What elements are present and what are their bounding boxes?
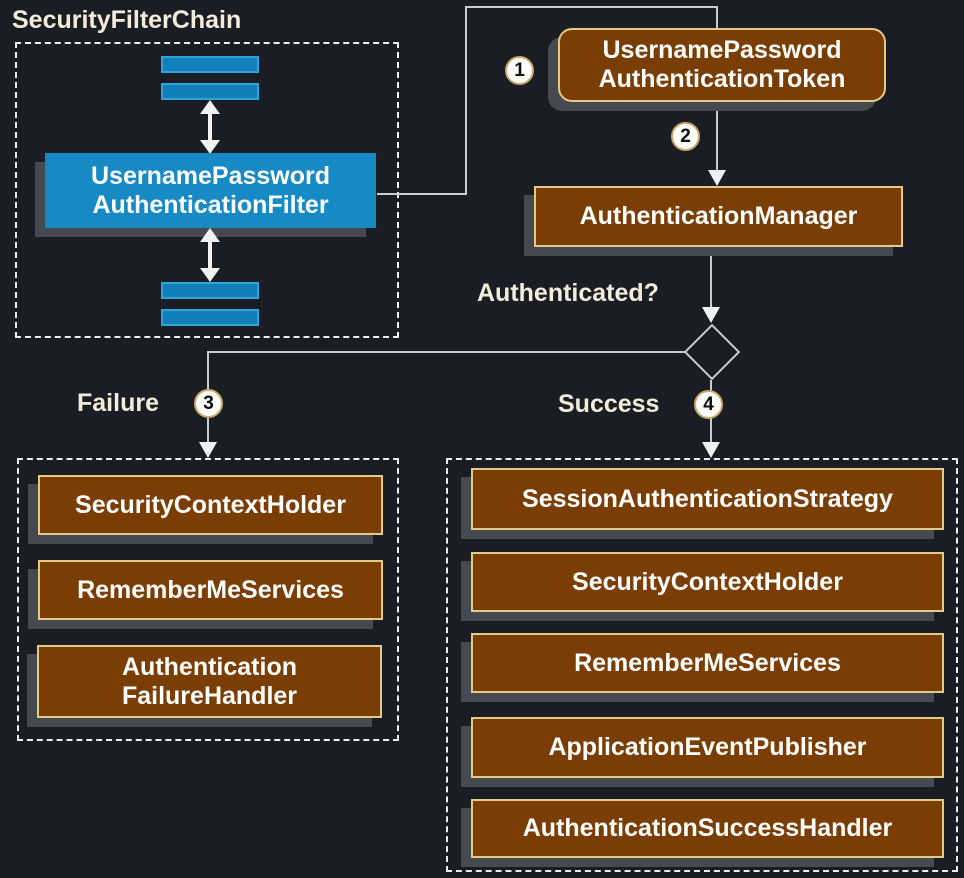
double-arrow-shaft bbox=[208, 240, 212, 270]
token-node-line2: AuthenticationToken bbox=[598, 65, 846, 93]
node-label: RememberMeServices bbox=[574, 648, 841, 677]
remember-me-services-node: RememberMeServices bbox=[38, 560, 383, 620]
double-arrow-down-icon bbox=[200, 268, 220, 282]
token-node-line1: UsernamePassword bbox=[602, 36, 842, 64]
double-arrow-down-icon bbox=[200, 140, 220, 154]
flow-connector bbox=[465, 6, 718, 8]
username-password-authentication-filter-node: UsernamePassword AuthenticationFilter bbox=[45, 153, 376, 228]
node-label: RememberMeServices bbox=[77, 575, 344, 604]
authentication-success-handler-node: AuthenticationSuccessHandler bbox=[471, 799, 944, 858]
node-label-line1: Authentication bbox=[122, 652, 297, 681]
node-label: SecurityContextHolder bbox=[572, 567, 843, 596]
node-label: AuthenticationSuccessHandler bbox=[522, 814, 893, 842]
success-dotted-box bbox=[446, 458, 958, 872]
flow-connector bbox=[465, 6, 467, 195]
filter-placeholder-bar bbox=[161, 83, 259, 100]
flow-connector bbox=[207, 351, 685, 353]
node-label-line2: FailureHandler bbox=[121, 681, 298, 710]
security-filter-chain-title: SecurityFilterChain bbox=[12, 6, 242, 34]
arrowhead-down-icon bbox=[708, 170, 726, 186]
arrowhead-down-icon bbox=[199, 442, 217, 458]
step-2-badge: 2 bbox=[671, 122, 700, 151]
security-context-holder-node: SecurityContextHolder bbox=[38, 475, 383, 535]
security-context-holder-success-node: SecurityContextHolder bbox=[471, 552, 944, 612]
flow-connector bbox=[377, 193, 467, 195]
flow-connector bbox=[710, 247, 712, 308]
node-label: SecurityContextHolder bbox=[75, 490, 346, 519]
failure-label: Failure bbox=[77, 389, 159, 417]
step-1-badge: 1 bbox=[505, 56, 534, 85]
arrowhead-down-icon bbox=[702, 442, 720, 458]
authentication-manager-node: AuthenticationManager bbox=[534, 186, 903, 247]
authentication-failure-handler-node: Authentication FailureHandler bbox=[37, 645, 382, 718]
double-arrow-shaft bbox=[208, 112, 212, 142]
double-arrow-up-icon bbox=[200, 228, 220, 242]
remember-me-services-success-node: RememberMeServices bbox=[471, 633, 944, 693]
filter-placeholder-bar bbox=[161, 309, 259, 326]
decision-diamond bbox=[683, 323, 741, 381]
filter-placeholder-bar bbox=[161, 56, 259, 73]
filter-node-line2: AuthenticationFilter bbox=[92, 190, 329, 219]
arrowhead-down-icon bbox=[702, 307, 720, 323]
step-3-badge: 3 bbox=[194, 389, 223, 418]
session-authentication-strategy-node: SessionAuthenticationStrategy bbox=[471, 468, 944, 530]
node-label: SessionAuthenticationStrategy bbox=[522, 484, 893, 513]
application-event-publisher-node: ApplicationEventPublisher bbox=[471, 717, 944, 778]
failure-dotted-box bbox=[17, 458, 399, 741]
security-filter-chain-dotted-box bbox=[15, 42, 399, 338]
step-4-badge: 4 bbox=[694, 390, 723, 419]
filter-node-line1: UsernamePassword bbox=[90, 161, 330, 190]
authentication-manager-label: AuthenticationManager bbox=[579, 202, 858, 230]
node-label: ApplicationEventPublisher bbox=[548, 733, 867, 761]
filter-placeholder-bar bbox=[161, 282, 259, 299]
double-arrow-up-icon bbox=[200, 100, 220, 114]
success-label: Success bbox=[558, 390, 660, 418]
username-password-authentication-token-node: UsernamePassword AuthenticationToken bbox=[558, 28, 886, 102]
authenticated-question-label: Authenticated? bbox=[477, 279, 659, 307]
